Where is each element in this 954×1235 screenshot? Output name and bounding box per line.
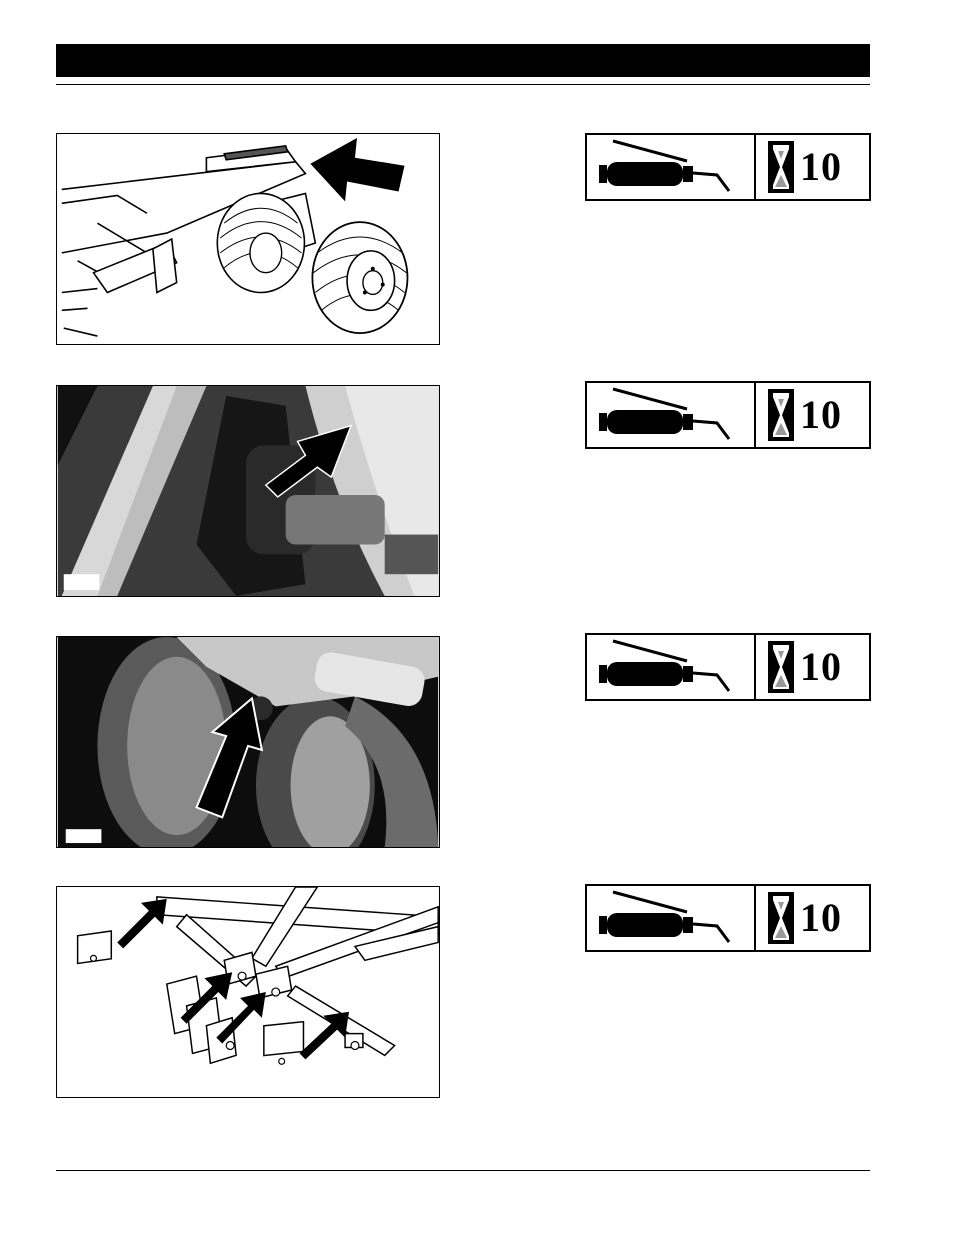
grease-gun-icon — [587, 135, 756, 199]
frame-hinge-figure — [56, 886, 440, 1098]
grease-gun-icon — [587, 383, 756, 447]
lubrication-interval-badge: 10 — [585, 133, 871, 201]
disc-gang-bearing-photo — [56, 636, 440, 848]
footer-rule — [56, 1170, 870, 1171]
lubrication-interval-badge: 10 — [585, 633, 871, 701]
hourglass-icon — [768, 389, 794, 441]
interval-value: 10 — [800, 892, 842, 944]
hourglass-icon — [768, 892, 794, 944]
lubrication-interval-badge: 10 — [585, 381, 871, 449]
grease-gun-icon — [587, 886, 756, 950]
hourglass-icon — [768, 641, 794, 693]
header-rule — [56, 84, 870, 85]
lubrication-interval-badge: 10 — [585, 884, 871, 952]
grease-gun-icon — [587, 635, 756, 699]
hourglass-icon — [768, 141, 794, 193]
header-bar — [56, 44, 870, 77]
hub-bearing-photo — [56, 385, 440, 597]
interval-value: 10 — [800, 641, 842, 693]
interval-value: 10 — [800, 141, 842, 193]
wheel-pivot-figure — [56, 133, 440, 345]
interval-value: 10 — [800, 389, 842, 441]
